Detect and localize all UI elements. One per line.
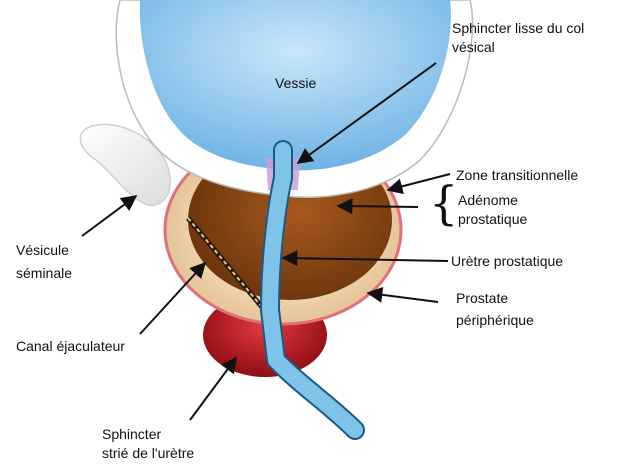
arrow-canal (140, 263, 205, 334)
label-vesicule-line2: séminale (16, 264, 72, 282)
arrow-vesicule (82, 196, 136, 236)
label-sphincter-strie-line2: strié de l'urètre (102, 444, 194, 462)
label-sphincter-lisse-line2: vésical (452, 38, 495, 56)
label-sphincter-lisse-line1: Sphincter lisse du col (452, 19, 584, 37)
label-vesicule-line1: Vésicule (16, 241, 69, 259)
label-vessie: Vessie (275, 74, 316, 92)
label-prostate-line2: périphérique (456, 311, 534, 329)
label-sphincter-strie-line1: Sphincter (102, 425, 161, 443)
arrow-adenome (338, 206, 418, 207)
label-urethre-prostatique: Urètre prostatique (451, 252, 563, 270)
brace-adenome: { (429, 180, 458, 226)
label-adenome-line2: prostatique (458, 210, 527, 228)
arrow-prostate-peripherique (368, 293, 438, 302)
arrow-sphincter-strie (190, 358, 236, 420)
label-prostate-line1: Prostate (456, 289, 508, 307)
label-adenome-line1: Adénome (458, 191, 518, 209)
label-zone-transitionnelle: Zone transitionnelle (456, 166, 578, 184)
label-canal: Canal éjaculateur (16, 337, 125, 355)
